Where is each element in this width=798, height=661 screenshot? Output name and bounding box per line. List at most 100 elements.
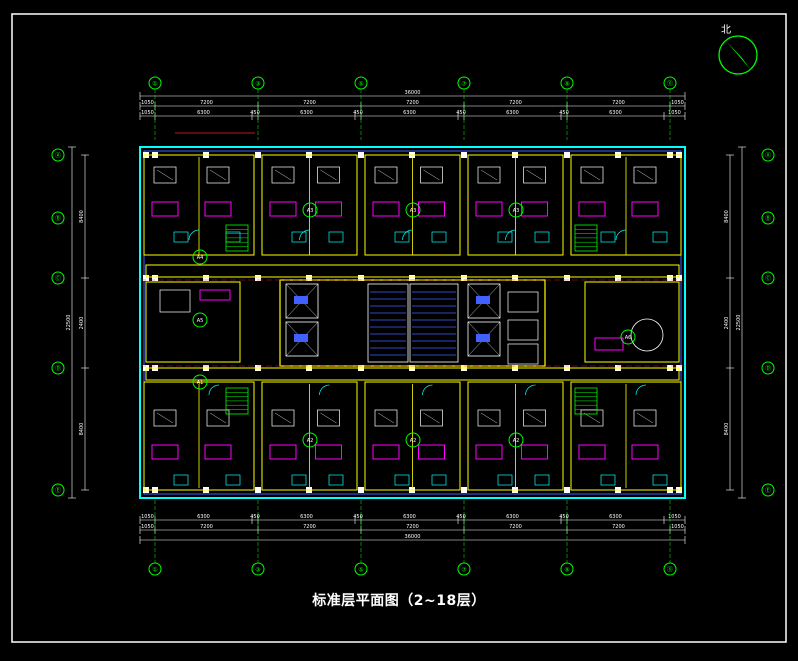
furniture-sofa xyxy=(151,201,179,217)
dim-top-sub-label: 450 xyxy=(456,110,466,116)
furniture-sofa xyxy=(418,201,445,217)
unit-tag-label: A2 xyxy=(513,438,520,444)
dim-top-sub-label: 450 xyxy=(250,110,260,116)
furniture-bath xyxy=(328,474,344,486)
furniture-hatch xyxy=(274,412,292,424)
axis-label-h: Ⓒ xyxy=(765,275,771,283)
furniture-bath xyxy=(291,231,307,243)
drawing-frame xyxy=(11,13,787,643)
axis-bubble-h xyxy=(51,483,65,497)
dim-bottom-sub-label: 1050 xyxy=(141,514,154,520)
axis-label-v: ③ xyxy=(255,81,260,88)
dim-right-bays-label: 8400 xyxy=(724,423,730,436)
axis-bubble-v xyxy=(457,562,471,576)
dim-bottom-sub-label: 450 xyxy=(559,514,569,520)
door-swing xyxy=(188,229,200,241)
furniture-bed xyxy=(633,409,657,427)
unit-tag-circle xyxy=(508,202,524,218)
furniture-sofa xyxy=(372,444,400,460)
unit-tag-circle xyxy=(192,312,208,328)
unit-tag-label: A2 xyxy=(307,438,314,444)
unit-tag-circle xyxy=(405,202,421,218)
dim-bottom-bays-label: 7200 xyxy=(612,524,625,530)
unit-tag-circle xyxy=(302,202,318,218)
furniture-sofa xyxy=(578,444,606,460)
dim-right-bays-label: 2400 xyxy=(724,317,730,330)
dim-right-bays-label: 8400 xyxy=(724,210,730,223)
dim-bottom-bays-label: 7200 xyxy=(303,524,316,530)
elevator-shaft xyxy=(467,283,501,319)
furniture-sofa xyxy=(475,201,503,217)
furniture-bed xyxy=(153,409,177,427)
unit-east xyxy=(584,281,680,363)
column xyxy=(255,275,261,281)
furniture-bed xyxy=(477,166,501,184)
furniture-bath xyxy=(600,231,616,243)
axis-label-h: Ⓔ xyxy=(765,487,771,495)
axis-label-v: ⑦ xyxy=(461,81,467,88)
furniture-hatch xyxy=(480,412,498,424)
corridor-south xyxy=(145,367,680,381)
elevator-shaft xyxy=(285,321,319,357)
dim-top-bays-label: 1050 xyxy=(671,100,684,106)
elevator-marker xyxy=(294,334,308,342)
furniture-bath xyxy=(497,231,513,243)
north-arrow xyxy=(726,41,750,69)
dim-top-sub-label: 6300 xyxy=(609,110,622,116)
door-swing xyxy=(505,229,516,241)
furniture-bath xyxy=(173,231,189,243)
axis-label-v: ⑨ xyxy=(564,81,569,88)
unit-tag-label: A6 xyxy=(625,335,632,341)
furniture-sofa xyxy=(204,201,232,217)
axis-bubble-v xyxy=(251,562,265,576)
dim-top-sub-label: 6300 xyxy=(300,110,313,116)
furniture-bed xyxy=(206,166,230,184)
dim-top-sub-label: 6300 xyxy=(506,110,519,116)
furniture-hatch xyxy=(526,412,543,424)
dim-left-bays-label: 2400 xyxy=(79,317,85,330)
unit-tag-circle xyxy=(192,249,208,265)
axis-bubble-h xyxy=(761,483,775,497)
furniture-sofa xyxy=(269,444,297,460)
dim-bottom-bays-label: 7200 xyxy=(406,524,419,530)
unit-south xyxy=(467,381,564,491)
elevator-marker xyxy=(476,296,490,304)
axis-label-v: ① xyxy=(152,81,157,88)
axis-bubble-v xyxy=(354,76,368,90)
column xyxy=(409,275,415,281)
column xyxy=(564,152,570,158)
furniture-hatch xyxy=(583,169,601,181)
unit-tag-circle xyxy=(302,432,318,448)
column xyxy=(358,152,364,158)
door-swing xyxy=(208,384,220,396)
furniture-bed xyxy=(206,409,230,427)
dim-bottom-sub-label: 6300 xyxy=(403,514,416,520)
elevator-marker xyxy=(476,334,490,342)
furniture-bed xyxy=(580,409,604,427)
furniture-bed xyxy=(523,409,546,427)
dim-top-bays-label: 7200 xyxy=(406,100,419,106)
dim-top-sub-label: 6300 xyxy=(403,110,416,116)
axis-bubble-v xyxy=(560,562,574,576)
furniture-sofa xyxy=(269,201,297,217)
dim-bottom-sub-label: 1050 xyxy=(668,514,681,520)
dim-top-bays-label: 7200 xyxy=(303,100,316,106)
furniture-sofa xyxy=(315,444,342,460)
axis-label-v: ⑦ xyxy=(461,567,467,574)
shaft-room xyxy=(507,343,539,365)
furniture-bed xyxy=(420,409,443,427)
unit-tag-circle xyxy=(192,374,208,390)
building-outline xyxy=(139,146,686,499)
axis-bubble-v xyxy=(457,76,471,90)
column xyxy=(676,275,682,281)
axis-bubble-v xyxy=(148,562,162,576)
axis-label-h: Ⓐ xyxy=(55,152,61,160)
furniture-bath xyxy=(497,474,513,486)
furniture-sofa xyxy=(521,444,548,460)
dim-bottom-sub-label: 6300 xyxy=(197,514,210,520)
furniture-sofa xyxy=(418,444,445,460)
axis-bubble-h xyxy=(51,211,65,225)
dim-top-sub-label: 1050 xyxy=(668,110,681,116)
column xyxy=(255,152,261,158)
